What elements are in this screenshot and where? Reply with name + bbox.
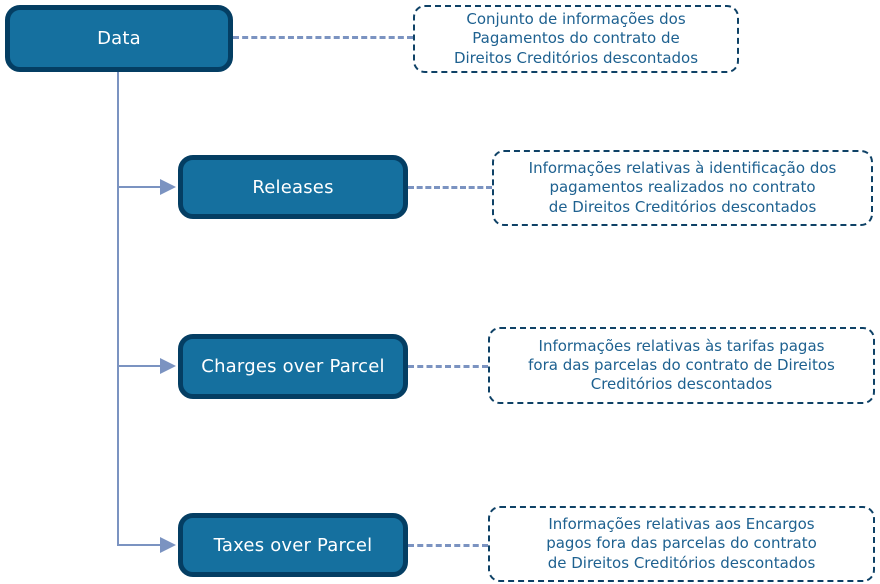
note-charges-over-parcel: Informações relativas às tarifas pagas f… bbox=[488, 327, 875, 404]
dashed-connector-taxes bbox=[408, 544, 488, 547]
branch-line-releases bbox=[118, 186, 162, 188]
node-charges-over-parcel: Charges over Parcel bbox=[178, 334, 408, 399]
dashed-connector-charges bbox=[408, 365, 488, 368]
note-releases: Informações relativas à identificação do… bbox=[492, 150, 873, 226]
dashed-connector-data bbox=[233, 36, 413, 39]
node-data-label: Data bbox=[97, 28, 141, 49]
node-releases: Releases bbox=[178, 155, 408, 219]
note-taxes-over-parcel-text: Informações relativas aos Encargos pagos… bbox=[546, 515, 817, 572]
node-releases-label: Releases bbox=[252, 176, 334, 198]
note-releases-text: Informações relativas à identificação do… bbox=[528, 159, 837, 216]
node-taxes-over-parcel-label: Taxes over Parcel bbox=[213, 534, 373, 556]
node-taxes-over-parcel: Taxes over Parcel bbox=[178, 513, 408, 577]
arrow-right-icon bbox=[160, 179, 176, 195]
note-data-text: Conjunto de informações dos Pagamentos d… bbox=[453, 10, 699, 67]
node-data: Data bbox=[5, 5, 233, 72]
branch-line-charges bbox=[118, 365, 162, 367]
branch-line-taxes bbox=[118, 544, 162, 546]
arrow-right-icon bbox=[160, 358, 176, 374]
arrow-right-icon bbox=[160, 537, 176, 553]
note-charges-over-parcel-text: Informações relativas às tarifas pagas f… bbox=[528, 336, 835, 394]
note-data: Conjunto de informações dos Pagamentos d… bbox=[413, 5, 739, 73]
tree-trunk-line bbox=[117, 72, 119, 546]
dashed-connector-releases bbox=[408, 186, 492, 189]
node-charges-over-parcel-label: Charges over Parcel bbox=[201, 356, 385, 377]
note-taxes-over-parcel: Informações relativas aos Encargos pagos… bbox=[488, 506, 875, 582]
